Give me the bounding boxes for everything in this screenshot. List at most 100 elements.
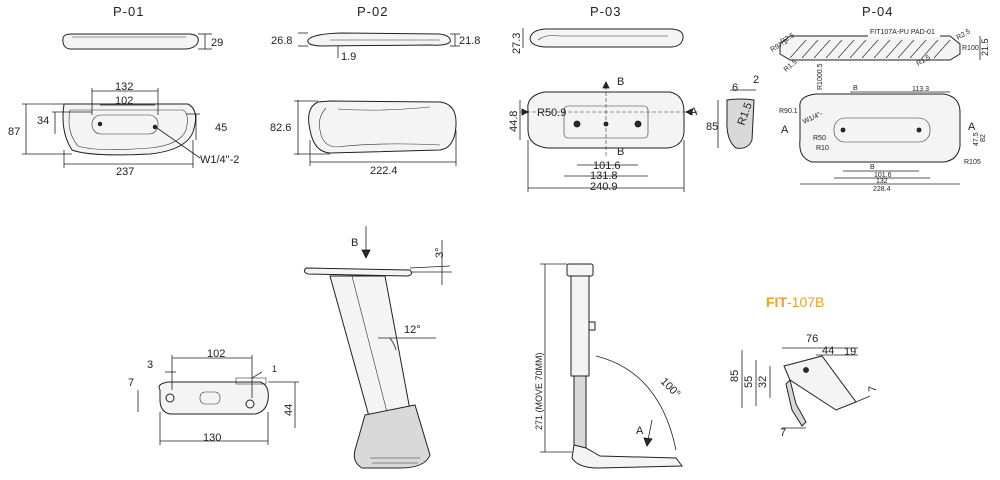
bracket-d7: 7 <box>128 377 134 389</box>
bracket-plate <box>158 381 269 415</box>
brand-bold: FIT <box>766 294 787 310</box>
post-lower-tube <box>573 375 587 449</box>
p02-thick-right-label: 21.8 <box>459 35 480 47</box>
p04-w47: 47.5 <box>973 132 980 146</box>
view-title-p02: P-02 <box>357 4 388 19</box>
p03-d3-label: 240.9 <box>590 181 618 193</box>
p01-length-total-label: 237 <box>116 166 134 178</box>
bracket-d102: 102 <box>207 348 225 360</box>
p04-r-tr2: R100 <box>962 45 979 52</box>
p04-r-tr1: R2.5 <box>956 28 972 42</box>
p04-d-total: 228.4 <box>873 186 891 193</box>
fit-d55: 55 <box>743 376 755 388</box>
p01-height-label: 29 <box>211 37 223 49</box>
fit-d7b: 7 <box>780 427 786 439</box>
brand-logo: FIT-107B <box>766 294 824 310</box>
arm-top-pad <box>303 267 413 277</box>
p03-side-h-label: 85 <box>706 121 718 133</box>
p03-section-a-label: A <box>690 106 698 118</box>
view-arm-assembly: B 3° 12° <box>303 226 452 469</box>
post-cap <box>566 263 594 277</box>
p02-side-profile <box>307 32 451 47</box>
p03-side-profile <box>529 28 684 48</box>
p04-b-bottom: B <box>870 164 875 171</box>
p01-thread-label: W1/4"-2 <box>200 154 239 166</box>
view-p02: P-02 26.8 21.8 1.9 82.6 222.4 <box>270 4 480 177</box>
view-p03: P-03 27.3 B B A R50.9 44.8 101.6 131.8 2… <box>508 4 759 193</box>
post-a-label: A <box>636 425 644 437</box>
p04-t1: 21.5 <box>980 38 990 56</box>
p04-a-left: A <box>781 124 789 136</box>
p03-d1-label: 101.6 <box>593 160 621 172</box>
p02-width-label: 82.6 <box>270 122 291 134</box>
bracket-d1: 1 <box>272 364 277 374</box>
p03-section-b-bottom: B <box>617 146 624 158</box>
p01-length-top-label: 132 <box>115 81 133 93</box>
p04-w82: 82 <box>980 134 987 142</box>
p02-top-view <box>308 100 457 154</box>
p04-r50: R50 <box>813 135 826 142</box>
p01-depth-small-label: 34 <box>37 115 49 127</box>
p04-r105: R105 <box>964 159 981 166</box>
p04-b-top: B <box>853 85 858 92</box>
p03-d2-label: 131.8 <box>590 170 618 182</box>
p02-thick-left-label: 26.8 <box>271 35 292 47</box>
fit-d76: 76 <box>806 333 818 345</box>
view-p04: P-04 FIT107A-PU PAD-01 R2.5 R97.1 R1.5 R… <box>770 4 991 193</box>
p03-side-w2-label: 2 <box>753 74 759 86</box>
p03-section-b-top: B <box>617 76 624 88</box>
p03-side-w1-label: 6 <box>732 82 738 94</box>
post-tube <box>570 275 590 377</box>
p04-d-mid: 132 <box>876 178 888 185</box>
p03-side-section <box>726 98 755 149</box>
arm-base-block <box>353 404 431 469</box>
view-fit107b: FIT-107B 76 44 19 85 55 32 7 7 <box>729 294 879 439</box>
arm-angle-mid: 12° <box>404 324 421 336</box>
p03-width-label: 44.8 <box>508 111 520 132</box>
p04-a-right: A <box>968 121 976 133</box>
view-bracket: 102 3 1 7 44 130 <box>128 348 299 445</box>
arm-column <box>329 275 411 421</box>
bracket-d44: 44 <box>283 404 295 416</box>
p04-top-view <box>799 93 961 163</box>
fit-d7a: 7 <box>867 386 879 392</box>
view-title-p01: P-01 <box>113 4 144 19</box>
p04-side-section <box>779 35 961 61</box>
view-title-p04: P-04 <box>862 4 893 19</box>
p01-depth-total-label: 87 <box>8 126 20 138</box>
p04-pad-label: FIT107A-PU PAD-01 <box>870 29 935 36</box>
fit-d19: 19 <box>844 346 856 358</box>
p04-d-small: 101.6 <box>874 172 892 179</box>
p04-hatching <box>789 39 951 59</box>
p04-len1: 113.3 <box>912 86 929 93</box>
post-knob <box>588 321 596 331</box>
post-foot <box>571 444 683 469</box>
view-title-p03: P-03 <box>590 4 621 19</box>
p01-slot-label: 102 <box>115 95 133 107</box>
brand-rest: -107B <box>787 294 824 310</box>
bracket-d130: 130 <box>203 432 221 444</box>
fit-bracket-leg <box>785 379 807 427</box>
fit-bracket-body <box>783 355 857 411</box>
view-p01: P-01 29 132 102 34 87 45 W1/4"-2 <box>8 4 239 178</box>
p02-length-label: 222.4 <box>370 165 398 177</box>
p02-step-label: 1.9 <box>341 51 356 63</box>
p01-offset-label: 45 <box>215 122 227 134</box>
p04-r-bl: R1.5 <box>783 59 799 74</box>
bracket-d3: 3 <box>147 359 153 371</box>
p03-height-label: 27.3 <box>511 33 523 54</box>
fit-d85: 85 <box>729 370 741 382</box>
view-post: 271 (MOVE 70MM) 100° A <box>534 263 683 469</box>
arm-angle-top: 3° <box>434 247 446 258</box>
p03-radius-label: R50.9 <box>537 107 566 119</box>
fit-d44: 44 <box>822 345 834 357</box>
arm-b-label: B <box>351 237 358 249</box>
fit-d32: 32 <box>757 376 769 388</box>
post-height-label: 271 (MOVE 70MM) <box>534 352 544 430</box>
p04-r10: R10 <box>816 145 829 152</box>
p01-side-profile <box>62 33 199 50</box>
p04-r-left: R90.1 <box>779 108 798 115</box>
p04-r-top: R1000.5 <box>817 63 824 90</box>
post-angle-label: 100° <box>658 376 683 401</box>
